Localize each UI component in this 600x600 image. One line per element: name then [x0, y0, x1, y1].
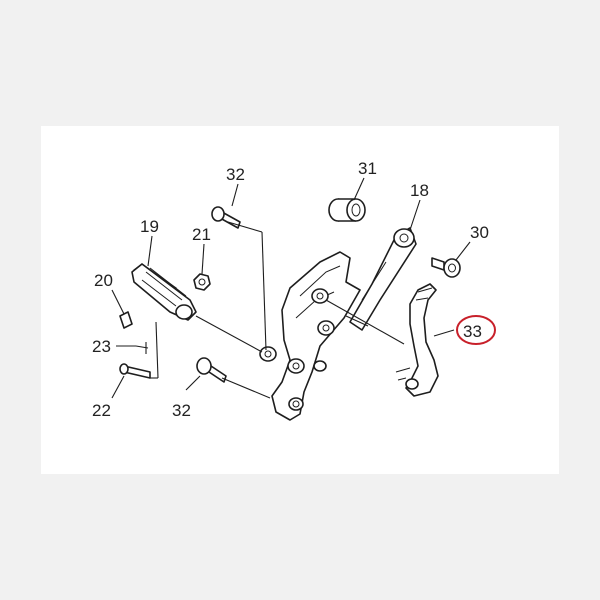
callout-22: 22: [92, 401, 111, 420]
callout-32-top: 32: [226, 165, 245, 184]
part-21-nut: [193, 273, 211, 291]
part-31-bushing: [328, 198, 366, 222]
part-20-bolt: [119, 311, 133, 329]
part-32-bottom-bolt: [196, 357, 227, 383]
highlight-ring: [456, 315, 496, 345]
callout-19: 19: [140, 217, 159, 236]
callout-21: 21: [192, 225, 211, 244]
callout-23: 23: [92, 337, 111, 356]
part-18-lever: [349, 227, 417, 331]
callout-30: 30: [470, 223, 489, 242]
callout-31: 31: [358, 159, 377, 178]
callout-32-bottom: 32: [172, 401, 191, 420]
leader-lines: [111, 177, 471, 399]
part-22-pin: [119, 363, 151, 379]
main-bracket: [259, 251, 361, 421]
part-23-pin: [135, 342, 149, 354]
part-33-bracket: [395, 283, 439, 397]
part-30-bolt: [431, 257, 461, 278]
callout-labels: 31 18 30 32 19 21 20 23 22 32 33: [92, 159, 496, 420]
part-19-footrest: [131, 263, 197, 321]
callout-33: 33: [463, 322, 482, 341]
callout-18: 18: [410, 181, 429, 200]
callout-20: 20: [94, 271, 113, 290]
